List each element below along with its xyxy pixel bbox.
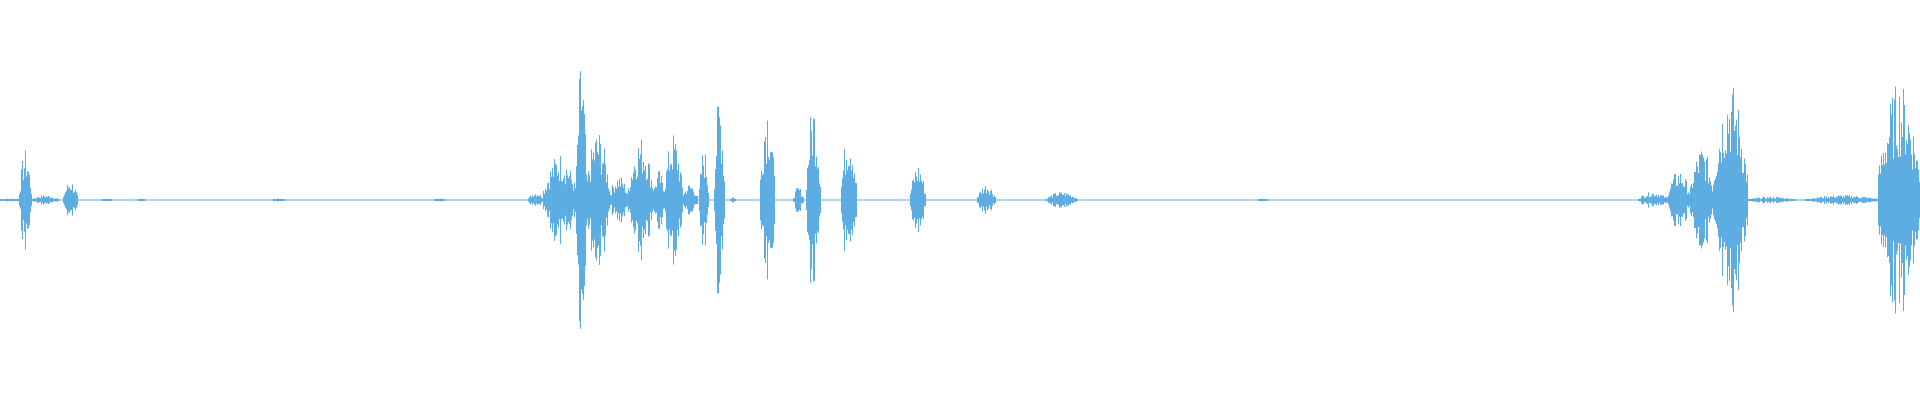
waveform-segment — [1638, 192, 1668, 208]
waveform-segment — [19, 150, 32, 250]
waveform-segment — [31, 195, 59, 205]
waveform-segment — [910, 168, 926, 232]
waveform-segment — [1667, 173, 1691, 227]
waveform-segment — [699, 154, 709, 246]
waveform-segment — [0, 198, 20, 202]
waveform-segment — [977, 185, 996, 215]
waveform-segment — [628, 139, 654, 261]
waveform-segment — [760, 120, 775, 280]
waveform-segment — [138, 198, 145, 202]
waveform-segment — [1690, 151, 1714, 249]
waveform-segment — [1046, 192, 1078, 208]
waveform-segment — [576, 71, 587, 329]
waveform-segment — [1805, 195, 1879, 205]
waveform-segment — [793, 188, 804, 212]
waveform-segment — [806, 117, 821, 283]
waveform-segment — [543, 156, 577, 244]
waveform-segment — [714, 106, 725, 294]
waveform-segment — [664, 135, 683, 265]
waveform-segment — [609, 177, 629, 223]
waveform-segment — [841, 149, 857, 251]
waveform-segment — [586, 135, 610, 265]
waveform-segment — [1747, 196, 1796, 204]
waveform-segment — [434, 198, 445, 202]
waveform-segment — [730, 197, 736, 203]
waveform-bars — [0, 71, 1920, 329]
waveform-segment — [653, 170, 665, 230]
waveform-segment — [1713, 87, 1748, 313]
waveform-segment — [273, 198, 285, 202]
waveform-segment — [1878, 86, 1920, 314]
waveform-segment — [528, 194, 544, 206]
waveform-segment — [1258, 198, 1268, 202]
waveform-segment — [63, 184, 78, 216]
waveform-segment — [682, 185, 698, 215]
waveform-segment — [102, 198, 112, 202]
